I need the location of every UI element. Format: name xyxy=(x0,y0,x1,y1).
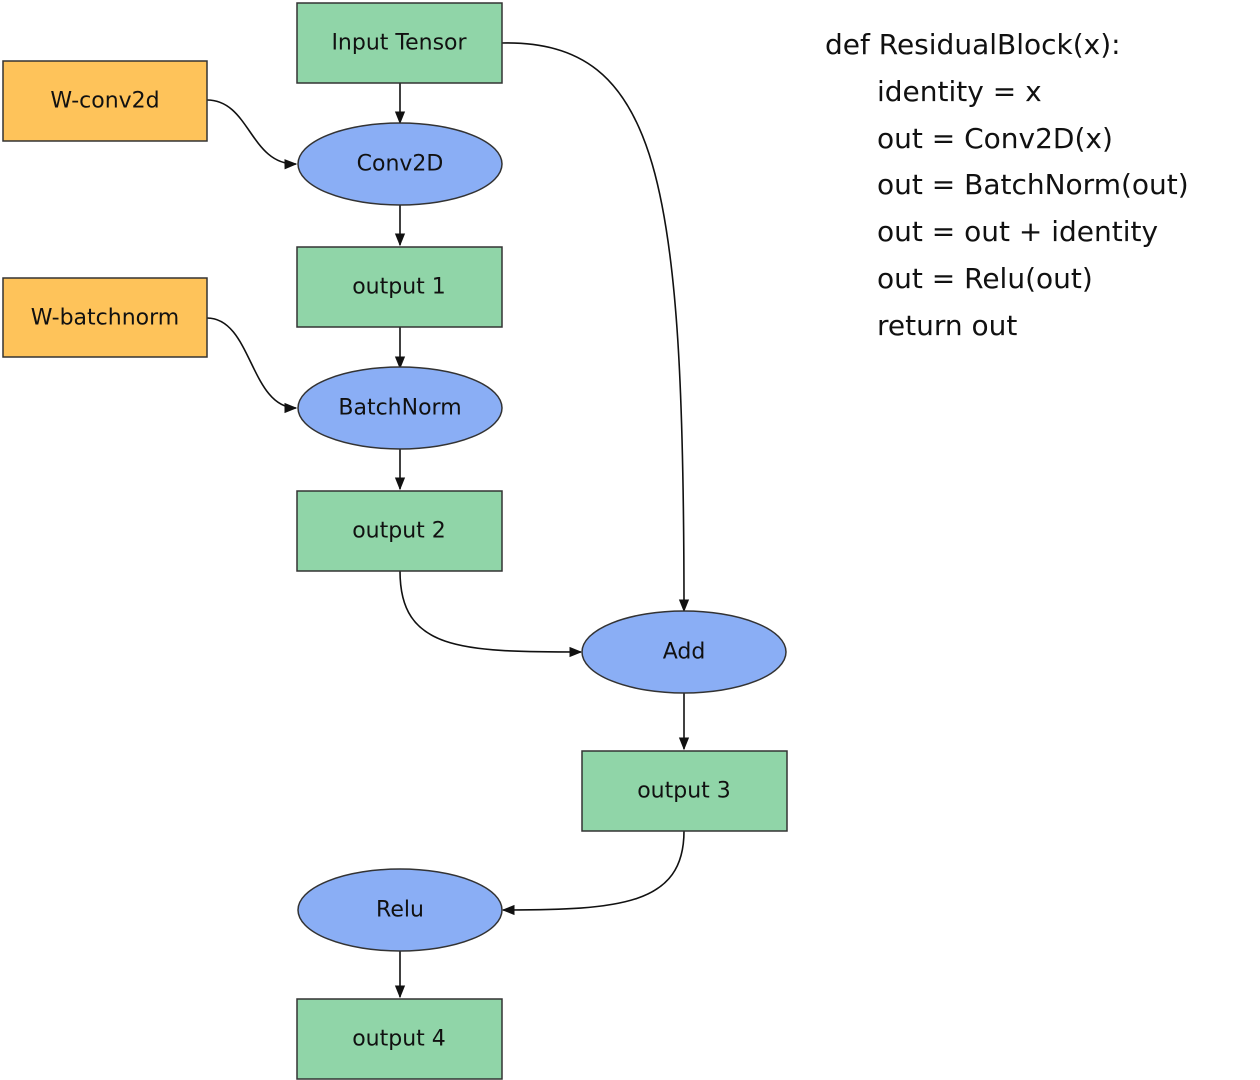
node-output-3-label: output 3 xyxy=(637,779,731,804)
node-output-4: output 4 xyxy=(296,998,503,1080)
node-add: Add xyxy=(581,610,787,694)
code-line-add: out = out + identity xyxy=(877,215,1159,249)
node-add-label: Add xyxy=(663,640,706,665)
node-conv2d-label: Conv2D xyxy=(357,152,444,177)
code-signature: def ResidualBlock(x): xyxy=(825,28,1121,61)
node-w-conv2d: W-conv2d xyxy=(2,60,208,142)
node-w-batchnorm: W-batchnorm xyxy=(2,277,208,358)
edge-output3-to-relu xyxy=(501,830,685,916)
node-batchnorm: BatchNorm xyxy=(297,366,503,450)
node-output-4-label: output 4 xyxy=(352,1027,446,1052)
code-line-relu: out = Relu(out) xyxy=(877,261,1093,295)
edge-wconv2d-to-conv2d xyxy=(206,99,298,170)
node-w-conv2d-label: W-conv2d xyxy=(50,89,159,114)
code-line-identity: identity = x xyxy=(877,74,1042,108)
node-output-1-label: output 1 xyxy=(352,275,446,300)
edge-output2-to-add xyxy=(399,570,583,658)
node-input-tensor-label: Input Tensor xyxy=(331,31,467,56)
code-line-batchnorm: out = BatchNorm(out) xyxy=(877,168,1189,202)
nodes: Input Tensor W-conv2d Conv2D output 1 W-… xyxy=(2,2,788,1080)
edge-input-to-add-skip xyxy=(501,42,690,613)
node-relu: Relu xyxy=(297,868,503,952)
node-output-3: output 3 xyxy=(581,750,788,832)
node-output-2-label: output 2 xyxy=(352,519,446,544)
edge-wbatchnorm-to-batchnorm xyxy=(206,317,298,414)
node-w-batchnorm-label: W-batchnorm xyxy=(31,306,179,331)
node-output-2: output 2 xyxy=(296,490,503,572)
code-snippet: def ResidualBlock(x): identity = x out =… xyxy=(825,22,1189,350)
node-relu-label: Relu xyxy=(376,898,424,923)
node-batchnorm-label: BatchNorm xyxy=(338,396,461,421)
code-line-return: return out xyxy=(877,308,1018,342)
node-conv2d: Conv2D xyxy=(297,122,503,206)
node-output-1: output 1 xyxy=(296,246,503,328)
node-input-tensor: Input Tensor xyxy=(296,2,503,84)
code-line-conv2d: out = Conv2D(x) xyxy=(877,121,1113,155)
edges xyxy=(206,42,690,999)
